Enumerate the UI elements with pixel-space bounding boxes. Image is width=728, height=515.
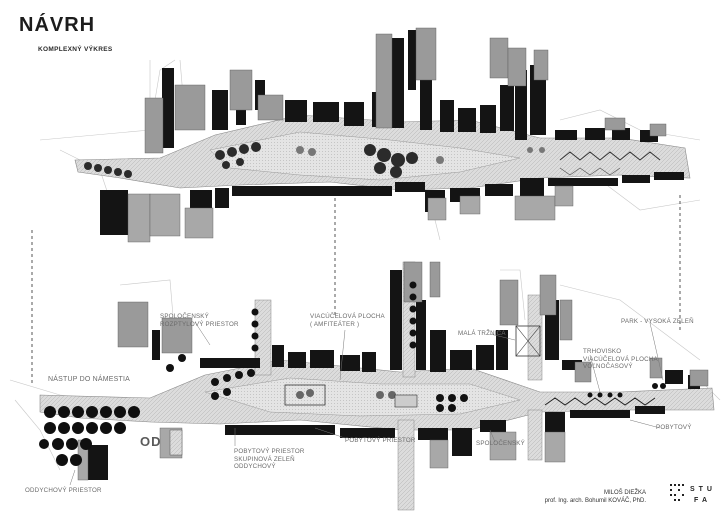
connector-lines: [31, 195, 681, 385]
label-pobytovy-priestor-zelen: POBYTOVÝ PRIESTOR SKUPINOVÁ ZELEŇ ODDYCH…: [234, 448, 305, 470]
label-mala-trznica: MALÁ TRŽNICA: [458, 330, 506, 337]
logo-text-line1: S T U: [690, 486, 713, 493]
label-trhovisko: TRHOVISKO VIACÚČELOVÁ PLOCHA VOĽNOČASOVÝ: [583, 348, 658, 370]
stu-fa-logo: S T U F A: [670, 484, 713, 504]
label-od: OD: [140, 434, 162, 449]
label-spolocensky-rozptylovy: SPOLOČENSKÝ ROZPTYLOVÝ PRIESTOR: [160, 313, 239, 328]
author-name: MILOŠ DIEŽKA: [603, 490, 646, 496]
label-pobytovy: POBYTOVÝ: [656, 424, 692, 431]
page-title: NÁVRH: [19, 14, 96, 36]
tree-grove: [39, 406, 140, 466]
label-pobytovy-priestor: POBYTOVÝ PRIESTOR: [345, 437, 416, 444]
page-subtitle: KOMPLEXNÝ VÝKRES: [38, 46, 113, 53]
label-oddychovy-priestor: ODDYCHOVÝ PRIESTOR: [25, 487, 102, 494]
label-viacucelova-amfiteater: VIACÚČELOVÁ PLOCHA ( AMFITEÁTER ): [310, 313, 385, 328]
label-park-vysoka-zelen: PARK - VYSOKÁ ZELEŇ: [621, 318, 694, 325]
logo-text-line2: F A: [694, 497, 708, 504]
author-supervisor: prof. Ing. arch. Bohumil KOVÁČ, PhD.: [544, 498, 646, 504]
label-spolocensky: SPOLOČENSKÝ: [476, 440, 525, 447]
label-nastup-do-namestia: NÁSTUP DO NÁMESTIA: [48, 376, 131, 383]
